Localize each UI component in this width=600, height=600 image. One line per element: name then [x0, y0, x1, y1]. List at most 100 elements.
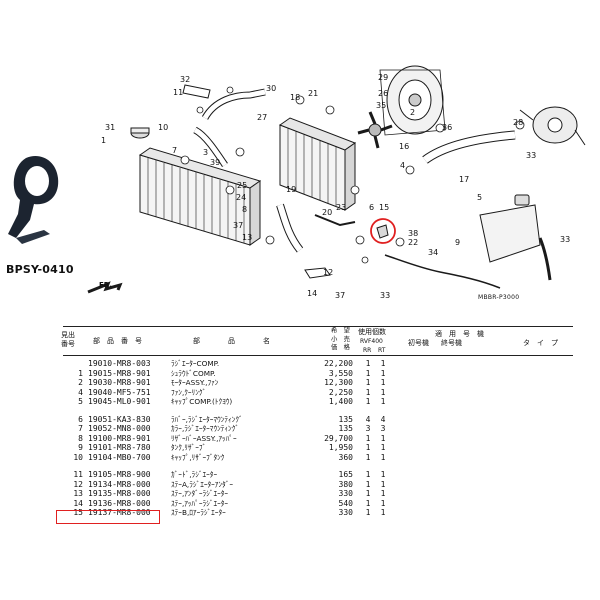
upper-radiator-drawing — [278, 117, 357, 211]
svg-text:33: 33 — [526, 151, 536, 160]
qty-rr-cell: 1 — [365, 479, 371, 489]
qty-rt-cell: 1 — [380, 508, 386, 517]
qty-rr-cell: 1 — [365, 498, 371, 508]
svg-text:29: 29 — [378, 73, 388, 82]
price-cell: 22,200 — [324, 359, 353, 368]
svg-text:25: 25 — [237, 181, 247, 190]
price-cell: 360 — [338, 452, 353, 462]
part-name-cell: ｽﾃｰ,ｱｯﾊﾟｰﾗｼﾞｴｰﾀｰ — [171, 498, 229, 508]
qty-rt-cell: 1 — [380, 387, 386, 397]
part-number-cell: 19105-MR8-900 — [88, 470, 151, 479]
price-cell: 330 — [338, 489, 353, 498]
svg-text:17: 17 — [459, 175, 469, 184]
price-cell: 2,250 — [328, 387, 353, 397]
bracket-product-image — [8, 156, 59, 244]
svg-text:9: 9 — [455, 238, 460, 247]
part-number-cell: 19136-MR8-000 — [88, 498, 151, 508]
price-cell: 540 — [338, 498, 353, 508]
ref-no-cell: 14 — [73, 498, 83, 508]
parts-table: 見出 番号 部 品 番 号 部 品 名 希 望 小 売 価 格 使用個数 RVF… — [61, 326, 573, 518]
qty-rt-cell: 1 — [380, 489, 386, 498]
part-name-cell: ｼｭﾗｳﾄﾞCOMP. — [171, 368, 216, 378]
svg-text:19: 19 — [286, 185, 296, 194]
header-applicable: 適 用 号 機 — [435, 330, 484, 338]
qty-rt-cell: 1 — [380, 498, 386, 508]
part-number-cell: 19100-MR8-901 — [88, 433, 151, 443]
qty-rt-cell: 1 — [380, 479, 386, 489]
svg-text:15: 15 — [379, 203, 389, 212]
ref-no-cell: 11 — [73, 470, 83, 479]
svg-text:18: 18 — [290, 93, 300, 102]
part-name-cell: ﾗｼﾞｴｰﾀｰCOMP. — [171, 359, 220, 368]
svg-text:39: 39 — [210, 158, 220, 167]
qty-rr-cell: 1 — [365, 387, 371, 397]
price-cell: 3,550 — [328, 368, 353, 378]
part-number-cell: 19045-ML0-901 — [88, 397, 151, 406]
header-price: 希 望 小 売 価 格 — [331, 327, 350, 351]
header-type: タ イ プ — [523, 339, 558, 347]
qty-rr-cell: 3 — [365, 424, 371, 433]
header-qty: 使用個数 — [358, 328, 386, 336]
header-qty-rt: RT — [378, 347, 386, 354]
header-part-name: 部 品 名 — [193, 337, 270, 345]
svg-text:6: 6 — [369, 203, 374, 212]
qty-rr-cell: 1 — [365, 397, 371, 406]
price-cell: 135 — [338, 414, 353, 424]
header-last: 終号機 — [441, 339, 462, 347]
part-number-cell: 19134-MR8-000 — [88, 479, 151, 489]
header-qty-model: RVF400 — [360, 338, 383, 345]
svg-text:38: 38 — [408, 229, 418, 238]
ref-no-cell: 1 — [78, 368, 83, 378]
svg-text:7: 7 — [172, 146, 177, 155]
price-cell: 1,950 — [328, 443, 353, 452]
header-qty-rr: RR — [363, 347, 372, 354]
price-cell: 135 — [338, 424, 353, 433]
part-name-cell: ﾗﾊﾞｰ,ﾗｼﾞｴｰﾀｰﾏｳﾝﾃｨﾝｸﾞ — [171, 414, 243, 424]
lower-radiator-drawing — [138, 147, 262, 246]
svg-text:3: 3 — [203, 148, 208, 157]
price-cell: 1,400 — [328, 397, 353, 406]
svg-text:33: 33 — [380, 291, 390, 300]
svg-text:30: 30 — [266, 84, 276, 93]
svg-text:16: 16 — [399, 142, 409, 151]
part-name-cell: ｶﾞｰﾄﾞ,ﾗｼﾞｴｰﾀｰ — [171, 470, 218, 479]
ref-no-cell: 13 — [73, 489, 83, 498]
price-cell: 165 — [338, 470, 353, 479]
svg-text:2: 2 — [410, 108, 415, 117]
svg-text:4: 4 — [400, 161, 405, 170]
qty-rr-cell: 1 — [365, 443, 371, 452]
part-name-cell: ｽﾃｰ,ｱﾝﾀﾞｰﾗｼﾞｴｰﾀｰ — [171, 489, 229, 498]
ref-no-cell: 7 — [78, 424, 83, 433]
part-name-cell: ﾓｰﾀｰASSY.,ﾌｧﾝ — [171, 378, 219, 387]
svg-text:32: 32 — [180, 75, 190, 84]
part-number-cell: 19030-MR8-901 — [88, 378, 151, 387]
qty-rt-cell: 1 — [380, 443, 386, 452]
qty-rt-cell: 1 — [380, 470, 386, 479]
part-number-cell: 19101-MR8-780 — [88, 443, 151, 452]
qty-rr-cell: 1 — [365, 508, 371, 517]
part-name-cell: ｶﾗｰ,ﾗｼﾞｴｰﾀｰﾏｳﾝﾃｨﾝｸﾞ — [171, 424, 239, 433]
fan-motor-drawing — [379, 65, 446, 136]
svg-text:10: 10 — [158, 123, 168, 132]
group-gap — [63, 462, 573, 470]
svg-text:24: 24 — [236, 193, 246, 202]
svg-text:37: 37 — [233, 221, 243, 230]
svg-text:20: 20 — [322, 208, 332, 217]
svg-text:14: 14 — [307, 289, 317, 298]
water-pump-drawing — [519, 106, 586, 146]
part-number-cell: 19051-KA3-830 — [88, 414, 151, 424]
svg-text:35: 35 — [376, 101, 386, 110]
part-number-cell: 19010-MR8-003 — [88, 359, 151, 368]
ref-no-cell: 10 — [73, 452, 83, 462]
qty-rt-cell: 3 — [380, 424, 386, 433]
